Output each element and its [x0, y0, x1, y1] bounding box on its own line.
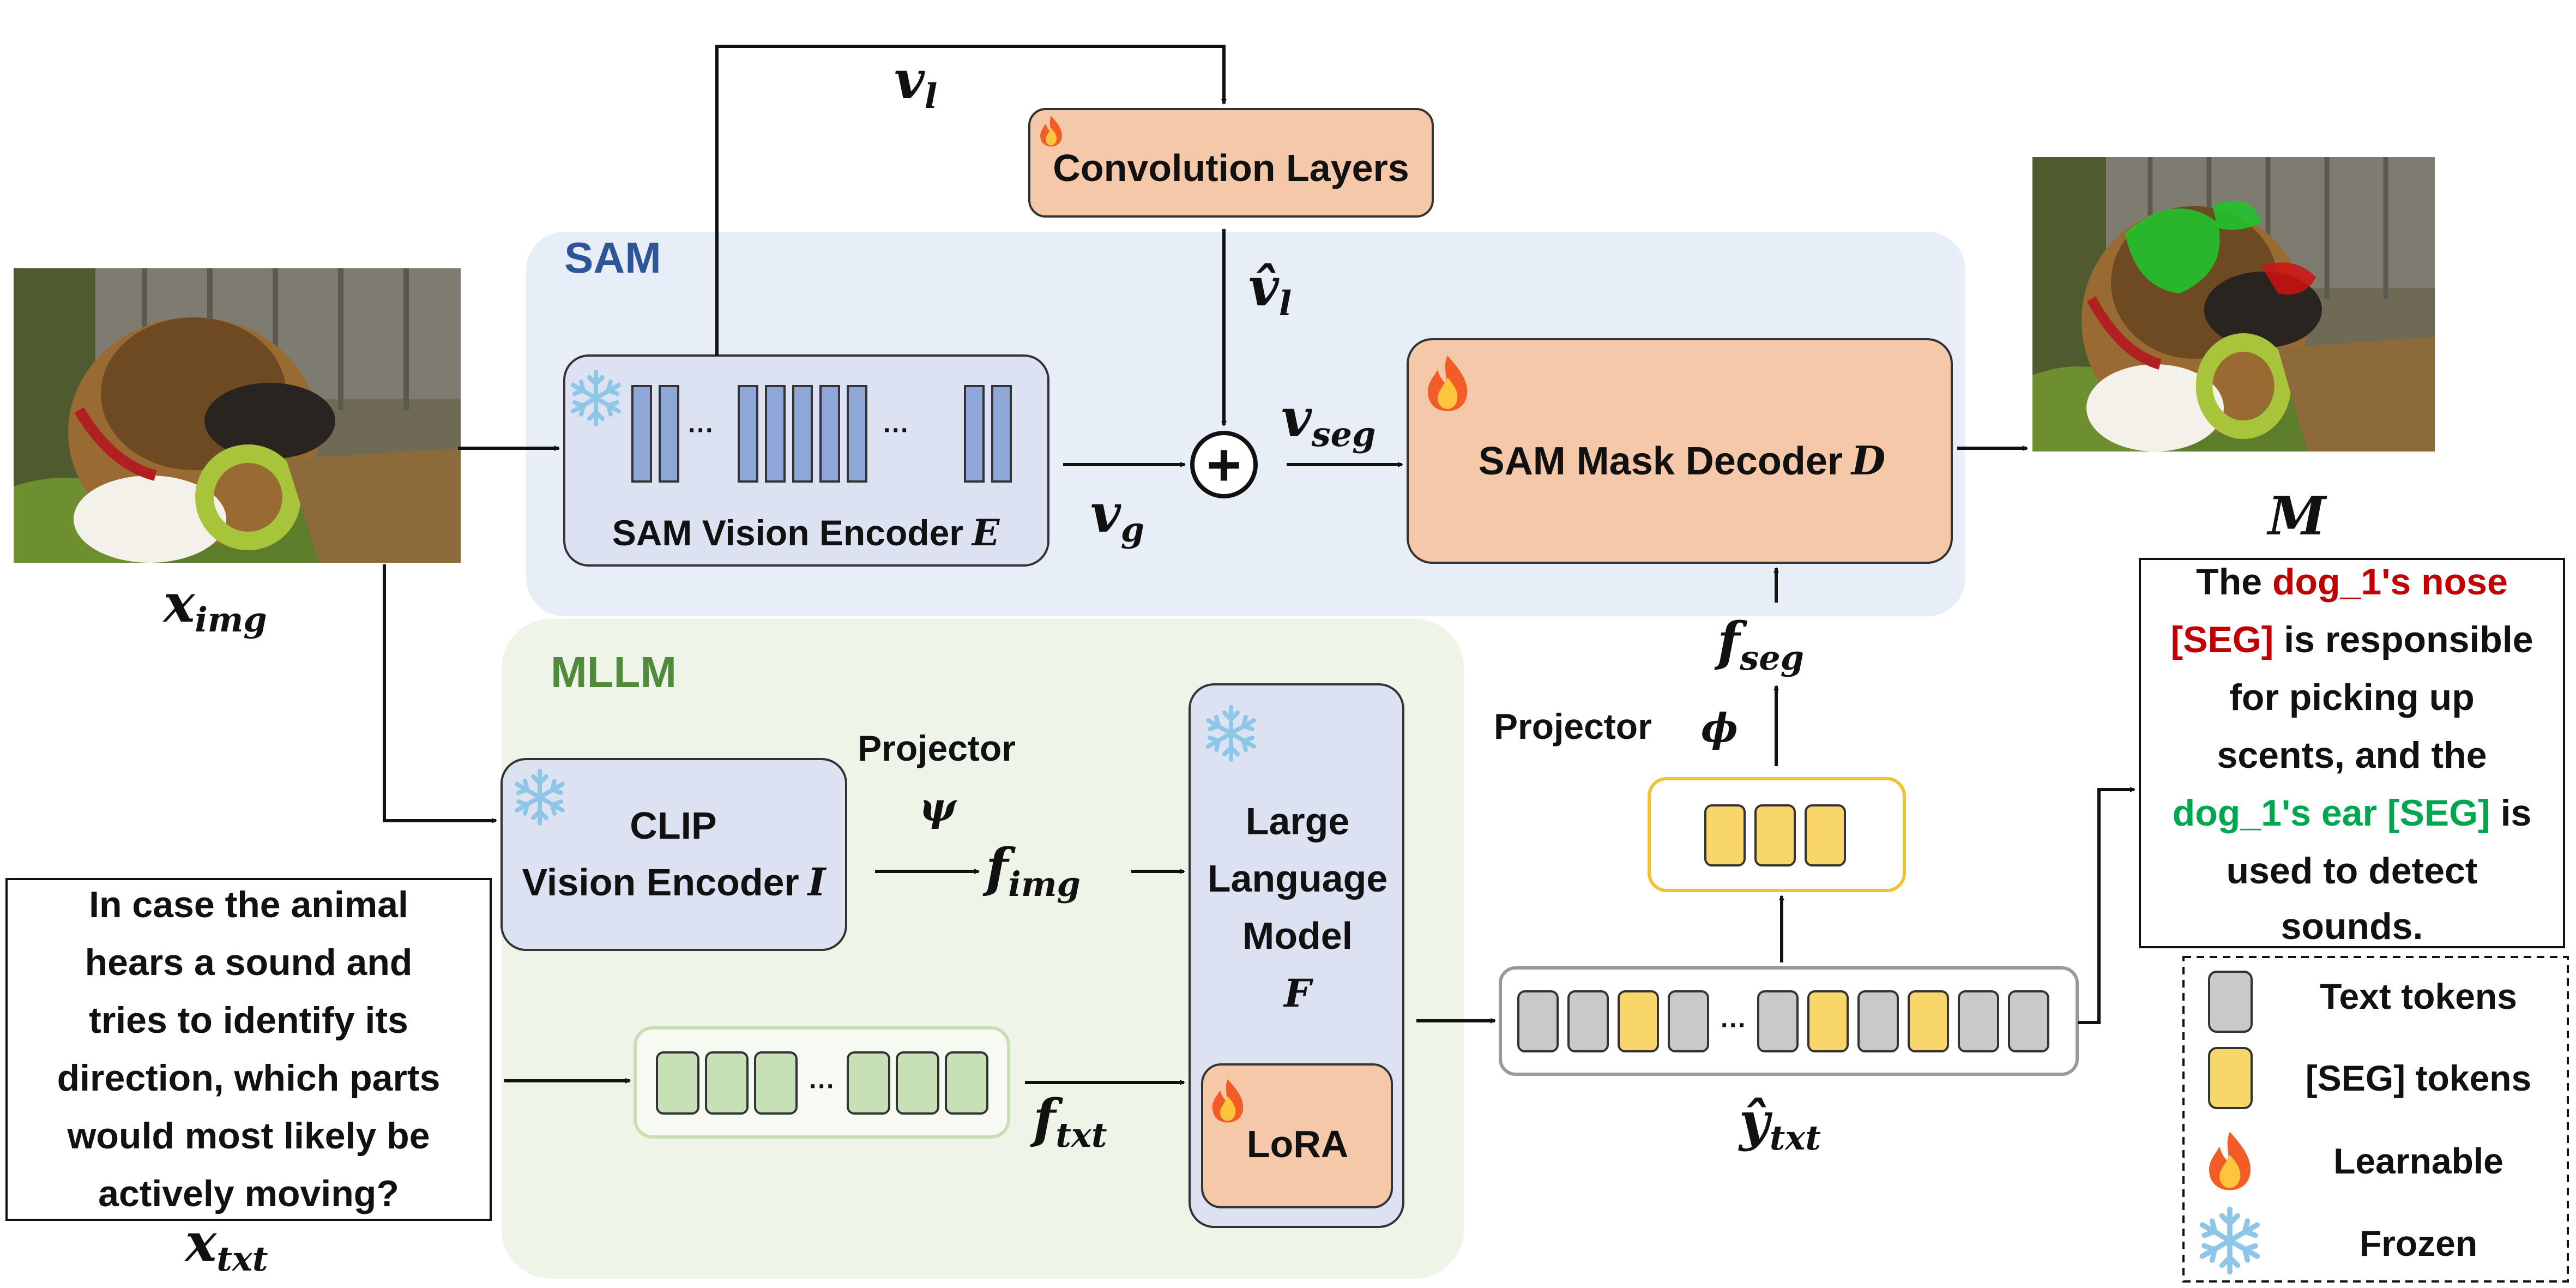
x-img-label: ximg: [162, 573, 267, 640]
x-txt-label: xtxt: [184, 1212, 268, 1279]
projector-phi-label: Projector: [1494, 706, 1652, 747]
projector-psi-symbol: ψ: [919, 784, 957, 830]
svg-text:actively moving?: actively moving?: [98, 1173, 399, 1214]
svg-text:Text tokens: Text tokens: [2320, 976, 2517, 1016]
llm-label-line1: Large: [1246, 800, 1350, 842]
input-dog-image: [14, 268, 461, 563]
legend-learnable: Learnable: [2209, 1131, 2503, 1190]
svg-text:direction, which parts: direction, which parts: [57, 1057, 441, 1099]
svg-text:[SEG] is responsible: [SEG] is responsible: [2170, 619, 2533, 660]
v-seg-label: vseg: [1281, 387, 1376, 454]
v-l-label: vl: [894, 49, 937, 116]
question-text: In case the animal hears a sound and tri…: [57, 884, 441, 1214]
output-tokens: [1517, 990, 2049, 1052]
y-txt-label: ŷtxt: [1738, 1091, 1821, 1158]
mllm-title: MLLM: [551, 648, 677, 696]
svg-text:In case the animal: In case the animal: [89, 884, 408, 925]
svg-text:dog_1's ear [SEG] is: dog_1's ear [SEG] is: [2173, 792, 2532, 834]
projector-psi-label: Projector: [858, 728, 1016, 768]
output-ellipsis: ···: [1721, 1011, 1747, 1040]
connectors: [383, 45, 2135, 1085]
svg-text:used to detect: used to detect: [2227, 850, 2478, 892]
svg-text:scents, and the: scents, and the: [2217, 735, 2487, 776]
svg-text:would most likely be: would most likely be: [67, 1115, 430, 1157]
question-box: [5, 878, 492, 1221]
output-m-label: M: [2266, 485, 2327, 547]
lora-block: [1201, 1063, 1393, 1208]
sam-mask-decoder: [1407, 338, 1953, 564]
v-g-label: vg: [1090, 483, 1144, 550]
encoder-ellipsis-1: ···: [688, 416, 714, 445]
green-tokens: [656, 1051, 988, 1115]
clip-vision-encoder: [500, 758, 847, 951]
svg-text:Frozen: Frozen: [2360, 1223, 2477, 1263]
legend-seg-tokens: [SEG] tokens: [2208, 1047, 2531, 1109]
oplus-icon: +: [1190, 431, 1258, 498]
convolution-layers-label: Convolution Layers: [1053, 147, 1409, 189]
svg-text:Learnable: Learnable: [2333, 1141, 2503, 1181]
llm-label-line3: Model: [1242, 914, 1353, 957]
projector-phi-symbol: ϕ: [1701, 705, 1738, 751]
svg-text:hears a sound and: hears a sound and: [85, 942, 413, 983]
legend-frozen: Frozen: [2203, 1209, 2477, 1272]
llm-label-symbol: F: [1283, 971, 1313, 1016]
svg-text:[SEG] tokens: [SEG] tokens: [2306, 1058, 2531, 1098]
svg-text:+: +: [1206, 431, 1241, 498]
lora-label: LoRA: [1247, 1123, 1349, 1165]
answer-box: [2139, 558, 2565, 948]
svg-text:for picking up: for picking up: [2229, 677, 2475, 718]
clip-label-line1: CLIP: [630, 804, 716, 847]
svg-text:sounds.: sounds.: [2281, 906, 2423, 947]
green-ellipsis: ···: [809, 1072, 835, 1101]
seg-tokens: [1704, 804, 1846, 866]
svg-text:The dog_1's nose: The dog_1's nose: [2196, 561, 2508, 603]
f-img-label: fimg: [982, 837, 1081, 904]
output-mask-image: [2032, 157, 2435, 452]
svg-text:ximg: ximg: [162, 573, 267, 640]
legend-text-tokens: Text tokens: [2208, 971, 2517, 1033]
answer-text: The dog_1's nose [SEG] is responsible fo…: [2170, 561, 2533, 947]
sam-encoder-tokens: [631, 385, 1012, 483]
svg-text:tries to identify its: tries to identify its: [89, 1000, 408, 1041]
llm-label-line2: Language: [1208, 857, 1388, 900]
f-seg-label: fseg: [1714, 611, 1804, 678]
encoder-ellipsis-2: ···: [883, 416, 909, 445]
convolution-layers: [1028, 108, 1434, 218]
sam-title: SAM: [564, 233, 661, 282]
v-l-hat-label: v̂l: [1248, 256, 1292, 323]
